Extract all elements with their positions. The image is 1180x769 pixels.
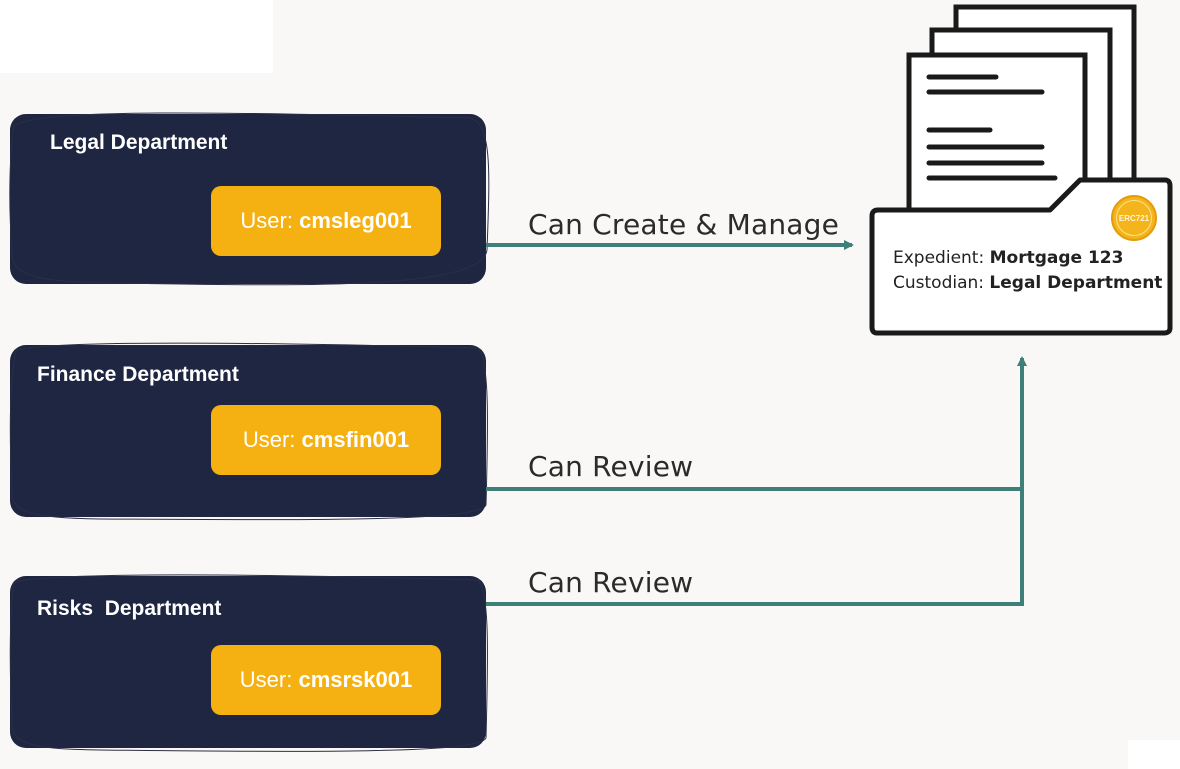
- erc721-coin-icon: ERC721: [1111, 195, 1157, 241]
- custodian-label: Custodian:: [893, 273, 990, 293]
- legal-user-prefix: User:: [240, 208, 300, 233]
- create-manage-label: Can Create & Manage: [528, 208, 840, 241]
- legal-department-title: Legal Department: [50, 131, 228, 154]
- document-page-middle: [929, 27, 1113, 208]
- document-page-front: [906, 52, 1088, 228]
- risks-review-label: Can Review: [528, 566, 694, 599]
- document-expedient: Expedient: Mortgage 123: [893, 248, 1123, 268]
- expedient-label: Expedient:: [893, 248, 990, 268]
- expedient-value: Mortgage 123: [989, 248, 1124, 268]
- finance-user-pill[interactable]: User: cmsfin001: [211, 405, 441, 475]
- legal-user-id: cmsleg001: [299, 208, 412, 233]
- legal-user-pill[interactable]: User: cmsleg001: [211, 186, 441, 256]
- risks-user-id: cmsrsk001: [298, 667, 413, 692]
- white-patch-top-left: [0, 0, 273, 73]
- finance-user-prefix: User:: [242, 427, 302, 452]
- finance-user-id: cmsfin001: [301, 427, 410, 452]
- document-page-back: [953, 4, 1137, 185]
- risks-user-pill[interactable]: User: cmsrsk001: [211, 645, 441, 715]
- risks-department-box: Risks Department User: cmsrsk001: [10, 576, 486, 748]
- legal-department-box: Legal Department User: cmsleg001: [10, 114, 486, 284]
- erc721-badge-text: ERC721: [1116, 200, 1152, 236]
- finance-review-label: Can Review: [528, 450, 694, 483]
- document-custodian: Custodian: Legal Department: [893, 273, 1162, 293]
- risks-user-prefix: User:: [239, 667, 299, 692]
- white-patch-bottom-right: [1128, 740, 1180, 769]
- finance-department-box: Finance Department User: cmsfin001: [10, 345, 486, 517]
- custodian-value: Legal Department: [989, 273, 1163, 293]
- finance-department-title: Finance Department: [37, 363, 239, 386]
- risks-department-title: Risks Department: [37, 597, 222, 620]
